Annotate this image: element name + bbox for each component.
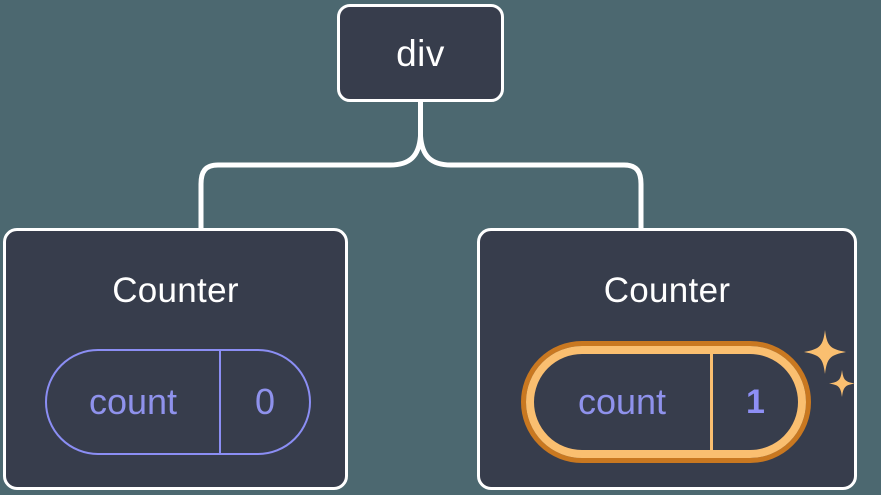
state-pill-value-cell: 0 bbox=[221, 351, 309, 453]
sparkle-large-icon bbox=[804, 330, 846, 374]
state-pill-key-cell: count bbox=[47, 351, 221, 453]
node-counter-left-title: Counter bbox=[112, 271, 239, 310]
state-pill-value-cell: 1 bbox=[713, 354, 798, 450]
state-key-label: count bbox=[88, 381, 178, 422]
node-div[interactable]: div bbox=[337, 4, 504, 102]
state-value-label: 1 bbox=[746, 383, 765, 421]
state-pill-key-cell: count bbox=[534, 354, 713, 450]
node-counter-right[interactable]: Counter count 1 bbox=[477, 228, 857, 490]
state-pill-count-right[interactable]: count 1 bbox=[526, 346, 806, 458]
node-counter-right-title: Counter bbox=[603, 271, 731, 310]
state-key-label: count bbox=[577, 381, 667, 422]
connector-branch-right bbox=[418, 135, 644, 228]
sparkle-small-icon bbox=[829, 370, 855, 397]
node-counter-left[interactable]: Counter count 0 bbox=[3, 228, 348, 490]
state-value-label: 0 bbox=[254, 381, 276, 422]
state-pill-count-left[interactable]: count 0 bbox=[45, 349, 311, 455]
node-div-label: div bbox=[396, 32, 445, 74]
state-pill-count-right-highlight-ring: count 1 bbox=[521, 341, 811, 463]
connector-branch-left bbox=[198, 135, 423, 228]
